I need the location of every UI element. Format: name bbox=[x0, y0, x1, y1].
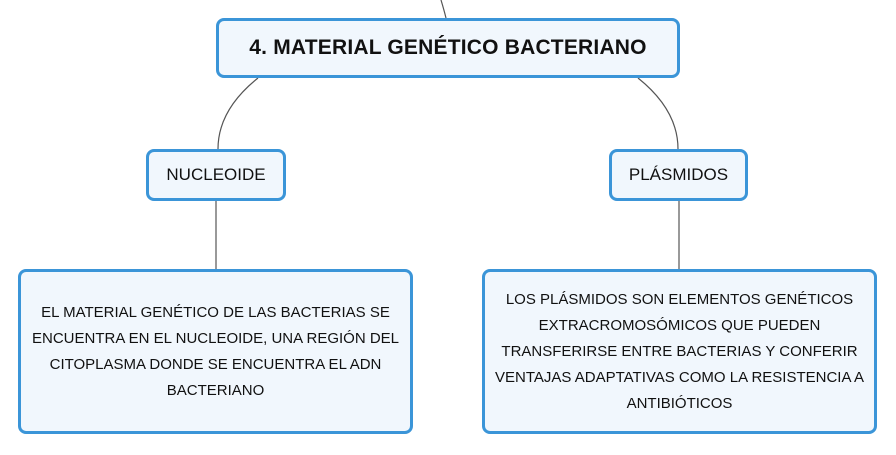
topic-label-nucleoide: NUCLEOIDE bbox=[166, 165, 266, 184]
connector-central-to-nucleoide bbox=[217, 77, 259, 150]
description-text-plasmidos: LOS PLÁSMIDOS SON ELEMENTOS GENÉTICOS EX… bbox=[495, 290, 864, 412]
description-node-plasmidos[interactable]: LOS PLÁSMIDOS SON ELEMENTOS GENÉTICOS EX… bbox=[482, 269, 877, 434]
central-topic-label: 4. MATERIAL GENÉTICO BACTERIANO bbox=[249, 36, 647, 59]
description-node-nucleoide[interactable]: EL MATERIAL GENÉTICO DE LAS BACTERIAS SE… bbox=[18, 269, 413, 434]
connector-parent-to-central bbox=[440, 0, 447, 19]
description-text-nucleoide: EL MATERIAL GENÉTICO DE LAS BACTERIAS SE… bbox=[31, 303, 400, 399]
central-topic-node[interactable]: 4. MATERIAL GENÉTICO BACTERIANO bbox=[216, 18, 680, 78]
topic-node-nucleoide[interactable]: NUCLEOIDE bbox=[146, 149, 286, 201]
connector-central-to-plasmidos bbox=[637, 77, 679, 150]
topic-label-plasmidos: PLÁSMIDOS bbox=[628, 165, 729, 184]
topic-node-plasmidos[interactable]: PLÁSMIDOS bbox=[609, 149, 748, 201]
